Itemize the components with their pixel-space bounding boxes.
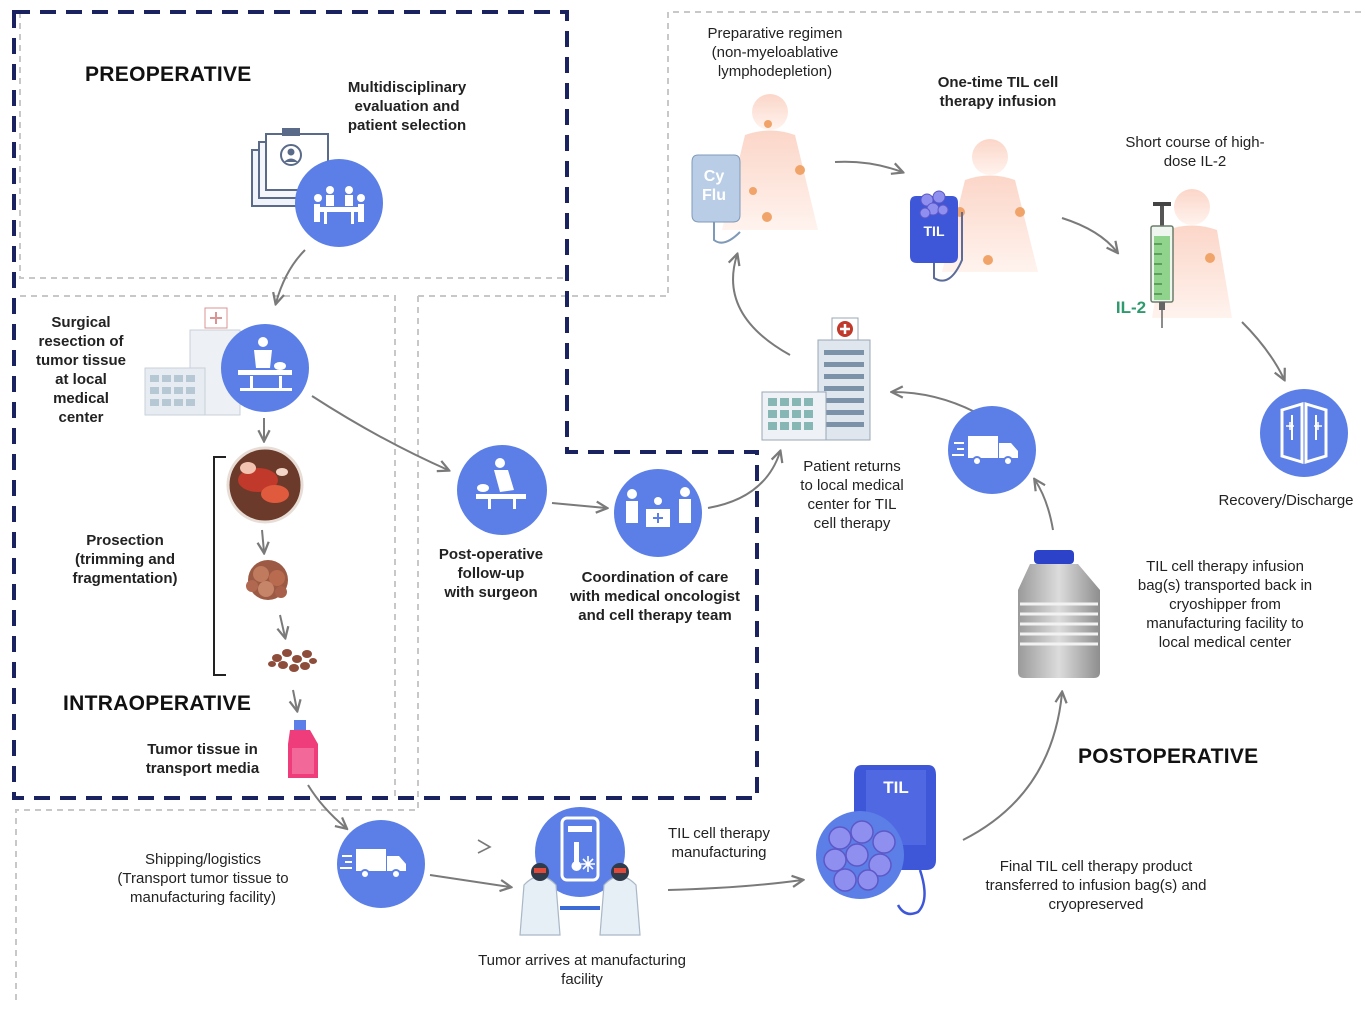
flu-label: Flu	[702, 187, 726, 204]
preoperative-title: PREOPERATIVE	[85, 63, 252, 86]
infusion-label: One-time TIL cell therapy infusion	[937, 74, 1059, 110]
tumor-fragment-icon	[246, 560, 288, 600]
surgeon-operating-icon	[221, 324, 309, 412]
team-meeting-icon	[295, 159, 383, 247]
til-bag-small-label: TIL	[924, 223, 945, 239]
return-truck-icon	[948, 406, 1036, 494]
arrow-product-to-cryoshipper	[962, 693, 1062, 841]
local-medical-center-icon	[761, 317, 871, 441]
til-cells-icon	[816, 811, 904, 899]
preoperative-region-border	[19, 12, 565, 279]
arrow-infusion-to-il2	[1061, 217, 1117, 252]
arrow-followup-to-coordination	[551, 503, 606, 508]
arrow-eval-to-surgery	[276, 249, 306, 303]
postoperative-title: POSTOPERATIVE	[1078, 745, 1259, 768]
surgeon-care-region-border	[12, 10, 759, 800]
patient-lymphodepletion-figure	[722, 94, 818, 230]
arrow-hint	[477, 839, 492, 854]
flow-arrows	[262, 160, 1284, 891]
arrow-surgery-to-followup	[311, 395, 448, 470]
tumor-pieces-icon	[268, 649, 317, 672]
shipping-truck-icon	[337, 820, 425, 908]
care-coordination-icon	[614, 469, 702, 557]
shipping-label: Shipping/logistics (Transport tumor tiss…	[117, 851, 289, 906]
evaluation-label: Multidisciplinary evaluation and patient…	[347, 79, 467, 134]
patient-returns-label: Patient returns to local medical center …	[800, 458, 904, 532]
coordination-label: Coordination of care with medical oncolo…	[569, 569, 741, 624]
arrow-frag-to-pieces	[280, 614, 285, 637]
arrow-coordination-to-hospital	[707, 452, 780, 509]
arrow-hospital-to-preparative	[733, 255, 791, 356]
arrow-shipping-to-arrival	[429, 874, 510, 887]
il2-label: IL-2	[1116, 298, 1146, 317]
arrow-tissue-to-frag	[262, 529, 264, 552]
arrow-preparative-to-infusion	[834, 160, 902, 172]
tumor-tissue-photo	[226, 446, 304, 524]
arrow-truck-to-hospital	[893, 392, 976, 413]
patient-infusion-figure	[942, 139, 1038, 272]
arrow-cryoshipper-to-truck	[1035, 480, 1054, 531]
prosection-bracket	[213, 456, 226, 676]
il2-course-label: Short course of high- dose IL-2	[1125, 134, 1265, 170]
il2-syringe-icon: IL-2	[1116, 202, 1174, 328]
arrow-media-to-shipping	[307, 784, 346, 828]
til-bag-large-label: TIL	[883, 778, 909, 797]
arrow-pieces-to-media	[293, 689, 297, 710]
recovery-label: Recovery/Discharge	[1218, 492, 1354, 509]
surgery-label: Surgical resection of tumor tissue at lo…	[35, 314, 126, 426]
arrow-manufacturing-to-product	[667, 880, 802, 891]
final-product-label: Final TIL cell therapy product transferr…	[985, 858, 1207, 913]
cy-label: Cy	[704, 168, 725, 185]
arrival-label: Tumor arrives at manufacturing facility	[478, 952, 686, 988]
manufacturing-label: TIL cell therapy manufacturing	[668, 825, 770, 861]
preparative-label: Preparative regimen (non-myeloablative l…	[707, 25, 843, 80]
transport-media-label: Tumor tissue in transport media	[145, 741, 260, 777]
cryoshipper-label: TIL cell therapy infusion bag(s) transpo…	[1137, 558, 1313, 651]
cy-flu-iv-bag-icon: Cy Flu	[691, 154, 741, 244]
til-infusion-bag-small-icon: TIL	[910, 190, 963, 282]
manufacturing-facility-icon	[519, 807, 641, 936]
followup-label: Post-operative follow-up with surgeon	[438, 546, 544, 601]
cryoshipper-tank-icon	[1018, 550, 1100, 678]
post-operative-followup-icon	[457, 445, 547, 535]
transport-media-tube-icon	[288, 720, 318, 778]
intraoperative-title: INTRAOPERATIVE	[63, 692, 252, 715]
clipboard-documents-icon	[251, 128, 329, 207]
recovery-discharge-door-icon	[1260, 389, 1348, 477]
intraoperative-region-border	[15, 11, 1362, 1005]
prosection-label: Prosection (trimming and fragmentation)	[72, 532, 178, 587]
arrow-il2-to-recovery	[1241, 321, 1284, 379]
